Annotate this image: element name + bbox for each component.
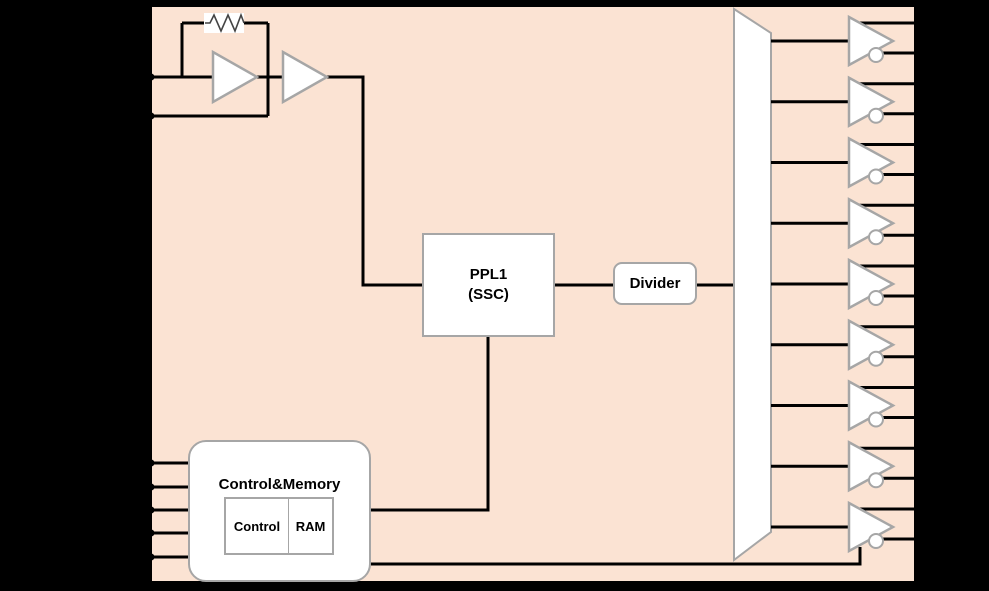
pin-dot — [914, 50, 920, 56]
pll-label-line2: (SSC) — [468, 286, 509, 303]
output-buffer — [771, 500, 920, 554]
inverted-output-bubble-icon — [868, 290, 884, 306]
output-buffer — [771, 257, 920, 311]
pin-dot — [147, 529, 155, 537]
output-buffer — [771, 75, 920, 128]
pin-dot — [914, 202, 920, 208]
pll-block: PPL1 (SSC) — [422, 233, 555, 337]
pin-dot — [914, 111, 920, 117]
wire-osc-to-pll — [327, 75, 422, 287]
output-buffer — [771, 136, 920, 189]
pin-dot — [914, 232, 920, 238]
inverted-output-bubble-icon — [868, 168, 884, 185]
wire-control-to-buffer — [371, 547, 862, 566]
pin-dot — [914, 263, 920, 269]
inverted-output-bubble-icon — [868, 411, 884, 428]
divider-label: Divider — [629, 275, 681, 292]
pin-dot — [914, 142, 920, 147]
output-buffer-bank — [771, 14, 920, 554]
divider-block: Divider — [613, 262, 697, 305]
pin-dots — [147, 73, 155, 561]
pin-dot — [914, 354, 920, 360]
inverted-output-bubble-icon — [868, 229, 884, 246]
pin-dot — [914, 172, 920, 177]
pin-dot — [914, 506, 920, 512]
inverted-output-bubble-icon — [868, 350, 884, 367]
output-buffer — [771, 14, 920, 68]
output-buffer — [771, 318, 920, 371]
control-label: Control — [233, 518, 281, 534]
pin-dot — [914, 385, 920, 390]
mux-trapezoid — [733, 7, 772, 563]
pin-dot — [914, 415, 920, 420]
wire-pll-to-control — [371, 337, 490, 512]
ram-subblock: RAM — [288, 497, 334, 555]
pin-dot — [914, 81, 920, 87]
control-subblock: Control — [224, 497, 289, 555]
output-buffer — [771, 379, 920, 432]
pin-dot — [147, 483, 155, 491]
pin-dot — [147, 112, 155, 120]
pin-dot — [914, 20, 920, 26]
pin-dot — [147, 73, 155, 81]
output-buffer — [771, 440, 920, 493]
ram-label: RAM — [295, 518, 326, 534]
feedback-resistor-icon — [204, 12, 245, 34]
control-memory-title: Control&Memory — [218, 476, 341, 493]
pin-dot — [147, 553, 155, 561]
inverted-output-bubble-icon — [868, 107, 884, 124]
pin-dot — [914, 324, 920, 330]
inverted-output-bubble-icon — [868, 47, 884, 63]
pin-dot — [914, 475, 920, 481]
pin-dot — [147, 506, 155, 514]
pll-label-line1: PPL1 — [469, 266, 508, 283]
pin-dot — [914, 536, 920, 542]
inverted-output-bubble-icon — [868, 472, 884, 489]
pin-dot — [147, 459, 155, 467]
oscillator-amp-icon — [211, 49, 260, 105]
pin-dot — [914, 445, 920, 451]
pin-dot — [914, 293, 920, 299]
buffer-amp-icon — [281, 49, 330, 105]
inverted-output-bubble-icon — [868, 533, 884, 549]
output-buffer — [771, 197, 920, 250]
